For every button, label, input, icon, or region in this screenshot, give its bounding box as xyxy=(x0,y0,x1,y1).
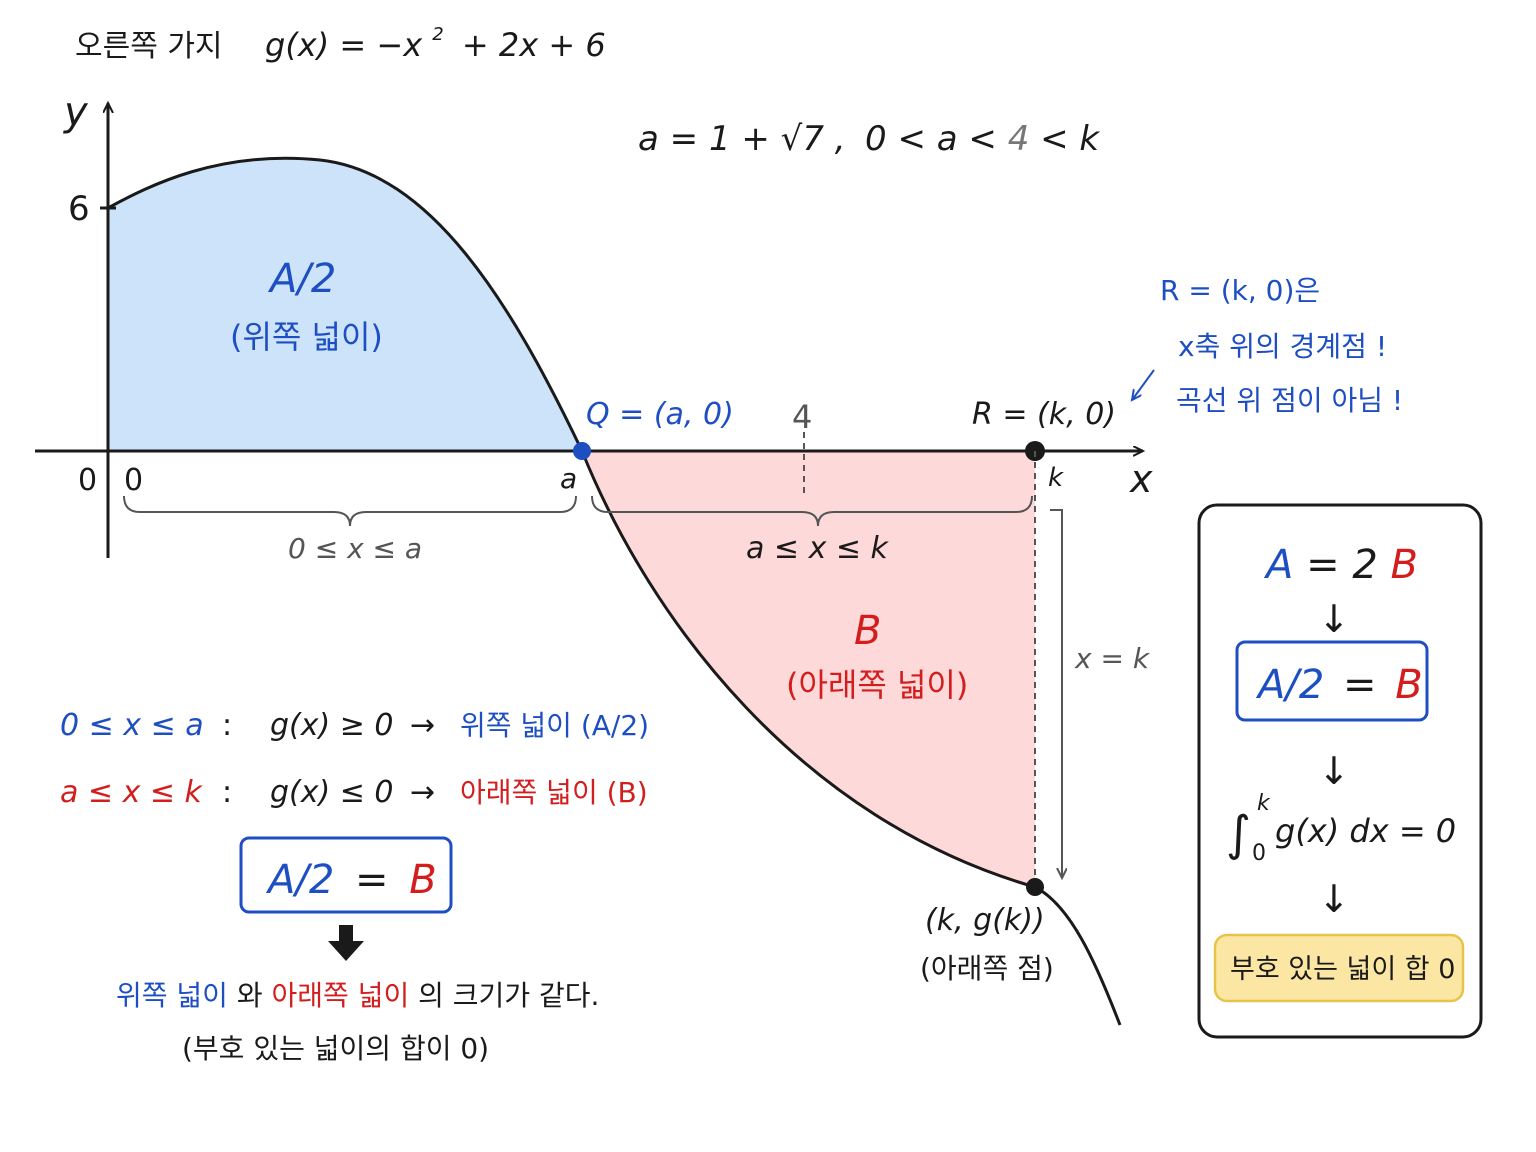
a-definition: a = 1 + √7 , xyxy=(638,119,846,159)
inequality-right: < k xyxy=(1040,119,1100,159)
note-line-1: R = (k, 0)은 xyxy=(1160,274,1320,307)
side-arrow-1: ↓ xyxy=(1318,597,1350,641)
point-q xyxy=(573,442,591,460)
side-equation-left: A/2 xyxy=(1255,662,1324,708)
integral-upper-limit: k xyxy=(1257,791,1271,816)
interval-left-label: 0 ≤ x ≤ a xyxy=(288,532,422,565)
brace-left xyxy=(123,495,577,527)
x-tick-k-label: k xyxy=(1048,463,1064,493)
note-arrow xyxy=(1132,369,1155,400)
region-a-title: A/2 xyxy=(267,256,336,302)
point-k-gk-label: (k, g(k)) xyxy=(925,903,1045,938)
function-rhs: + 2x + 6 xyxy=(462,26,606,64)
conclusion-and: 와 xyxy=(237,979,272,1012)
side-equation-eq: = xyxy=(1343,662,1377,708)
legend-row1-condition: g(x) ≥ 0 xyxy=(270,708,394,743)
legend-row2-condition: g(x) ≤ 0 xyxy=(270,775,394,810)
vertical-label: x = k xyxy=(1074,642,1151,675)
legend-row1-interval: 0 ≤ x ≤ a xyxy=(60,708,204,743)
origin-label-left: 0 xyxy=(78,463,97,498)
side-step-1-eq: = 2 xyxy=(1306,542,1378,588)
side-arrow-2: ↓ xyxy=(1318,749,1350,793)
region-b-title: B xyxy=(854,608,881,654)
point-k-gk xyxy=(1026,878,1044,896)
function-exponent: 2 xyxy=(432,24,443,45)
branch-label: 오른쪽 가지 xyxy=(75,29,223,64)
region-b-fill xyxy=(582,451,1035,887)
side-equation-content: A/2 = B xyxy=(1255,662,1423,708)
final-text: 부호 있는 넓이 합 0 xyxy=(1230,954,1455,985)
conclusion-line-1: 위쪽 넓이 와 아래쪽 넓이 의 크기가 같다. xyxy=(116,979,599,1012)
region-b-subtitle: (아래쪽 넓이) xyxy=(786,666,968,704)
equation-box-content: A/2 = B xyxy=(265,857,437,903)
side-step-1: A = 2 B xyxy=(1263,542,1418,588)
side-step-1-a: A xyxy=(1263,542,1293,588)
integral-lower-limit: 0 xyxy=(1252,841,1266,866)
equation-eq: = xyxy=(355,857,389,903)
y-tick-label: 6 xyxy=(68,189,90,229)
note-line-2: x축 위의 경계점 ! xyxy=(1178,330,1387,363)
x-mark-four: 4 xyxy=(792,398,812,436)
region-a-fill xyxy=(108,158,582,452)
side-step-1-b: B xyxy=(1391,542,1418,588)
equation-right: B xyxy=(409,857,436,903)
equation-left: A/2 xyxy=(265,857,334,903)
side-arrow-3: ↓ xyxy=(1318,877,1350,921)
side-equation-box xyxy=(1235,640,1429,722)
point-q-label: Q = (a, 0) xyxy=(586,397,734,432)
region-a-subtitle: (위쪽 넓이) xyxy=(230,318,383,356)
point-k-gk-sublabel: (아래쪽 점) xyxy=(920,952,1054,985)
legend-row1-colon: : xyxy=(222,708,232,743)
final-highlight xyxy=(1213,933,1465,1003)
origin-label-right: 0 xyxy=(124,463,143,498)
function-lhs: g(x) = −x xyxy=(265,26,423,64)
integral-body: g(x) dx = 0 xyxy=(1275,812,1456,850)
brace-right xyxy=(591,495,1033,527)
legend-row2-result: 아래쪽 넓이 (B) xyxy=(460,776,648,809)
conclusion-rest: 의 크기가 같다. xyxy=(418,979,599,1012)
legend-row1-arrow: → xyxy=(410,708,435,743)
inequality-four: 4 xyxy=(1008,119,1030,159)
legend-row1-result: 위쪽 넓이 (A/2) xyxy=(460,709,649,742)
legend-row2-arrow: → xyxy=(410,775,435,810)
y-axis-label: y xyxy=(63,89,89,135)
inequality-left: 0 < a < xyxy=(865,119,997,159)
side-panel xyxy=(1197,503,1483,1039)
point-r-label: R = (k, 0) xyxy=(972,397,1116,432)
conclusion-upper: 위쪽 넓이 xyxy=(116,979,228,1012)
inequality: 0 < a < 4 < k xyxy=(865,119,1100,159)
legend-row2-interval: a ≤ x ≤ k xyxy=(60,775,204,810)
conclusion-line-2: (부호 있는 넓이의 합이 0) xyxy=(182,1032,489,1065)
equation-box xyxy=(239,836,453,914)
legend-row2-colon: : xyxy=(222,775,232,810)
thick-arrow-shaft xyxy=(339,925,353,943)
conclusion-lower: 아래쪽 넓이 xyxy=(272,979,410,1012)
integral-sign: ∫ xyxy=(1226,806,1251,862)
vertical-bracket xyxy=(1050,509,1062,878)
x-axis-label: x xyxy=(1129,457,1153,501)
interval-right-label: a ≤ x ≤ k xyxy=(746,531,890,566)
thick-arrow-head xyxy=(328,941,364,961)
function-definition: g(x) = −x 2 + 2x + 6 xyxy=(265,10,606,64)
note-line-3: 곡선 위 점이 아님 ! xyxy=(1176,384,1403,417)
x-tick-a-label: a xyxy=(560,462,577,495)
side-equation-right: B xyxy=(1395,662,1422,708)
